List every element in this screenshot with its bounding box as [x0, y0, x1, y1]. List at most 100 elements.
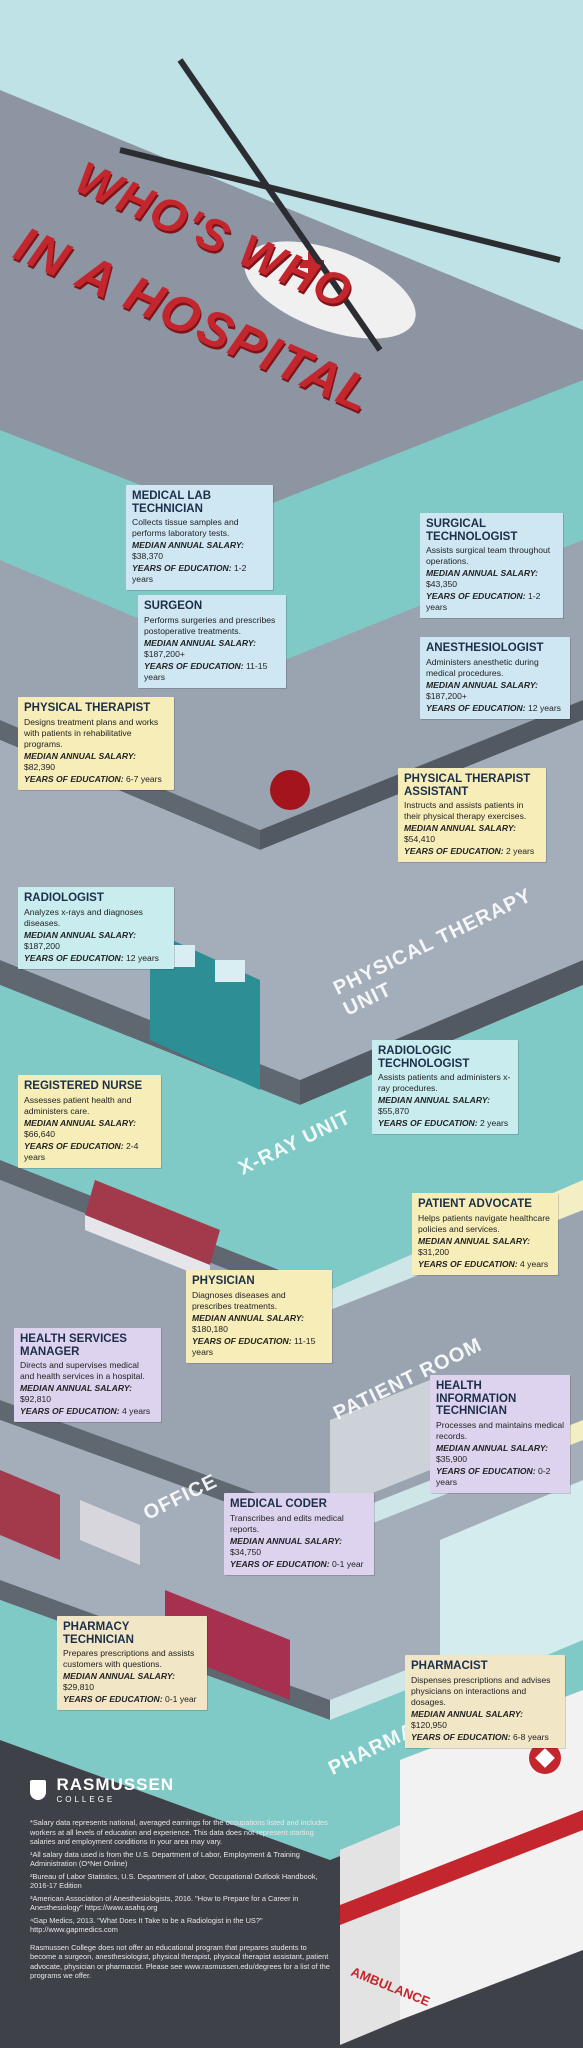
edu-label: YEARS OF EDUCATION: [230, 1558, 330, 1569]
card-desc: Helps patients navigate healthcare polic… [418, 1212, 550, 1234]
salary-value: $180,180 [192, 1323, 228, 1334]
salary-label: MEDIAN ANNUAL SALARY: [24, 929, 137, 940]
card-physician: PHYSICIAN Diagnoses diseases and prescri… [186, 1270, 332, 1363]
card-desc: Collects tissue samples and performs lab… [132, 517, 239, 538]
card-role: ANESTHESIOLOGIST [426, 642, 544, 654]
card-pharmacy-technician: PHARMACY TECHNICIAN Prepares prescriptio… [57, 1616, 207, 1710]
edu-value: 1-2 years [426, 591, 541, 612]
card-desc: Instructs and assists patients in their … [404, 800, 527, 821]
edu-label: YEARS OF EDUCATION: [411, 1731, 511, 1742]
disclaimer: Rasmussen College does not offer an educ… [30, 1942, 330, 1981]
edu-label: YEARS OF EDUCATION: [144, 660, 244, 671]
footnote-4: ³American Association of Anesthesiologis… [30, 1893, 299, 1913]
salary-value: $82,390 [24, 761, 56, 772]
edu-value: 2 years [480, 1118, 509, 1128]
card-role: PATIENT ADVOCATE [418, 1198, 532, 1210]
card-desc: Assists surgical team throughout operati… [426, 545, 551, 566]
salary-value: $43,350 [426, 579, 458, 589]
card-physical-therapist: PHYSICAL THERAPIST Designs treatment pla… [18, 697, 174, 790]
salary-label: MEDIAN ANNUAL SALARY: [63, 1671, 176, 1681]
card-desc: Diagnoses diseases and prescribes treatm… [192, 1289, 286, 1311]
edu-label: YEARS OF EDUCATION: [426, 702, 526, 713]
edu-label: YEARS OF EDUCATION: [132, 563, 232, 573]
edu-value: 6-7 years [126, 773, 162, 784]
brand-sub: COLLEGE [56, 1795, 116, 1804]
edu-value: 4 years [520, 1258, 549, 1269]
footnote-2: ¹All salary data used is from the U.S. D… [30, 1849, 300, 1869]
card-desc: Assesses patient health and administers … [24, 1094, 132, 1116]
edu-label: YEARS OF EDUCATION: [20, 1406, 120, 1416]
card-role: REGISTERED NURSE [24, 1080, 143, 1092]
helicopter [119, 58, 561, 352]
salary-label: MEDIAN ANNUAL SALARY: [418, 1235, 531, 1246]
edu-value: 0-2 years [436, 1465, 551, 1487]
footnotes: *Salary data represents national, averag… [30, 1818, 330, 1981]
card-medical-coder: MEDICAL CODER Transcribes and edits medi… [224, 1493, 374, 1575]
salary-value: $92,810 [20, 1394, 52, 1404]
edu-label: YEARS OF EDUCATION: [436, 1465, 536, 1476]
edu-value: 11-15 years [144, 660, 268, 682]
edu-label: YEARS OF EDUCATION: [418, 1258, 518, 1269]
salary-value: $55,870 [378, 1106, 410, 1116]
salary-value: $31,200 [418, 1246, 450, 1257]
edu-label: YEARS OF EDUCATION: [24, 773, 124, 784]
card-role: SURGEON [144, 600, 203, 612]
card-desc: Designs treatment plans and works with p… [24, 716, 159, 749]
footnote-5: ⁴Gap Medics, 2013. "What Does It Take to… [30, 1915, 263, 1935]
salary-value: $66,640 [24, 1128, 56, 1139]
card-role: PHYSICAL THERAPIST [24, 702, 151, 714]
salary-label: MEDIAN ANNUAL SALARY: [230, 1535, 343, 1546]
card-desc: Dispenses prescriptions and advises phys… [411, 1674, 551, 1707]
edu-label: YEARS OF EDUCATION: [63, 1694, 163, 1704]
salary-value: $29,810 [63, 1682, 95, 1692]
card-medical-lab-technician: MEDICAL LAB TECHNICIAN Collects tissue s… [126, 485, 273, 590]
card-registered-nurse: REGISTERED NURSE Assesses patient health… [18, 1075, 161, 1168]
salary-label: MEDIAN ANNUAL SALARY: [404, 823, 517, 833]
edu-label: YEARS OF EDUCATION: [24, 952, 124, 963]
card-role: MEDICAL LAB TECHNICIAN [132, 490, 212, 515]
salary-value: $187,200+ [426, 690, 467, 701]
card-pharmacist: PHARMACIST Dispenses prescriptions and a… [405, 1655, 565, 1748]
edu-label: YEARS OF EDUCATION: [24, 1140, 124, 1151]
card-desc: Performs surgeries and prescribes postop… [144, 614, 276, 636]
card-role: RADIOLOGIC TECHNOLOGIST [378, 1045, 470, 1070]
card-role: MEDICAL CODER [230, 1498, 327, 1510]
card-role: PHARMACIST [411, 1660, 488, 1672]
salary-label: MEDIAN ANNUAL SALARY: [378, 1095, 491, 1105]
card-desc: Administers anesthetic during medical pr… [426, 656, 539, 678]
salary-label: MEDIAN ANNUAL SALARY: [192, 1312, 305, 1323]
salary-label: MEDIAN ANNUAL SALARY: [411, 1708, 524, 1719]
footnote-1: *Salary data represents national, averag… [30, 1818, 328, 1846]
salary-value: $187,200+ [144, 648, 185, 659]
edu-value: 12 years [528, 702, 561, 713]
salary-label: MEDIAN ANNUAL SALARY: [426, 679, 539, 690]
salary-label: MEDIAN ANNUAL SALARY: [132, 540, 245, 550]
salary-label: MEDIAN ANNUAL SALARY: [144, 637, 257, 648]
card-role: HEALTH INFORMATION TECHNICIAN [436, 1380, 517, 1417]
salary-value: $187,200 [24, 940, 60, 951]
salary-value: $38,370 [132, 551, 164, 561]
card-radiologic-technologist: RADIOLOGIC TECHNOLOGIST Assists patients… [372, 1040, 518, 1134]
salary-label: MEDIAN ANNUAL SALARY: [426, 568, 539, 578]
rasmussen-logo: RASMUSSEN COLLEGE [30, 1775, 174, 1804]
card-role: PHYSICIAN [192, 1275, 255, 1287]
salary-label: MEDIAN ANNUAL SALARY: [436, 1442, 549, 1453]
card-desc: Analyzes x-rays and diagnoses diseases. [24, 906, 143, 928]
edu-value: 6-8 years [513, 1731, 549, 1742]
card-desc: Prepares prescriptions and assists custo… [63, 1648, 195, 1669]
salary-value: $54,410 [404, 834, 436, 844]
edu-value: 1-2 years [132, 563, 247, 584]
edu-value: 4 years [122, 1406, 151, 1416]
card-role: SURGICAL TECHNOLOGIST [426, 518, 518, 543]
card-health-information-technician: HEALTH INFORMATION TECHNICIAN Processes … [430, 1375, 570, 1493]
ambulance: AMBULANCE [340, 1690, 583, 2045]
edu-value: 2-4 years [24, 1140, 139, 1162]
edu-label: YEARS OF EDUCATION: [192, 1335, 292, 1346]
salary-label: MEDIAN ANNUAL SALARY: [24, 1117, 137, 1128]
card-role: RADIOLOGIST [24, 892, 104, 904]
card-desc: Directs and supervises medical and healt… [20, 1360, 145, 1381]
exercise-ball [270, 770, 310, 810]
edu-label: YEARS OF EDUCATION: [378, 1118, 478, 1128]
card-desc: Assists patients and administers x-ray p… [378, 1072, 511, 1093]
card-desc: Processes and maintains medical records. [436, 1419, 565, 1441]
